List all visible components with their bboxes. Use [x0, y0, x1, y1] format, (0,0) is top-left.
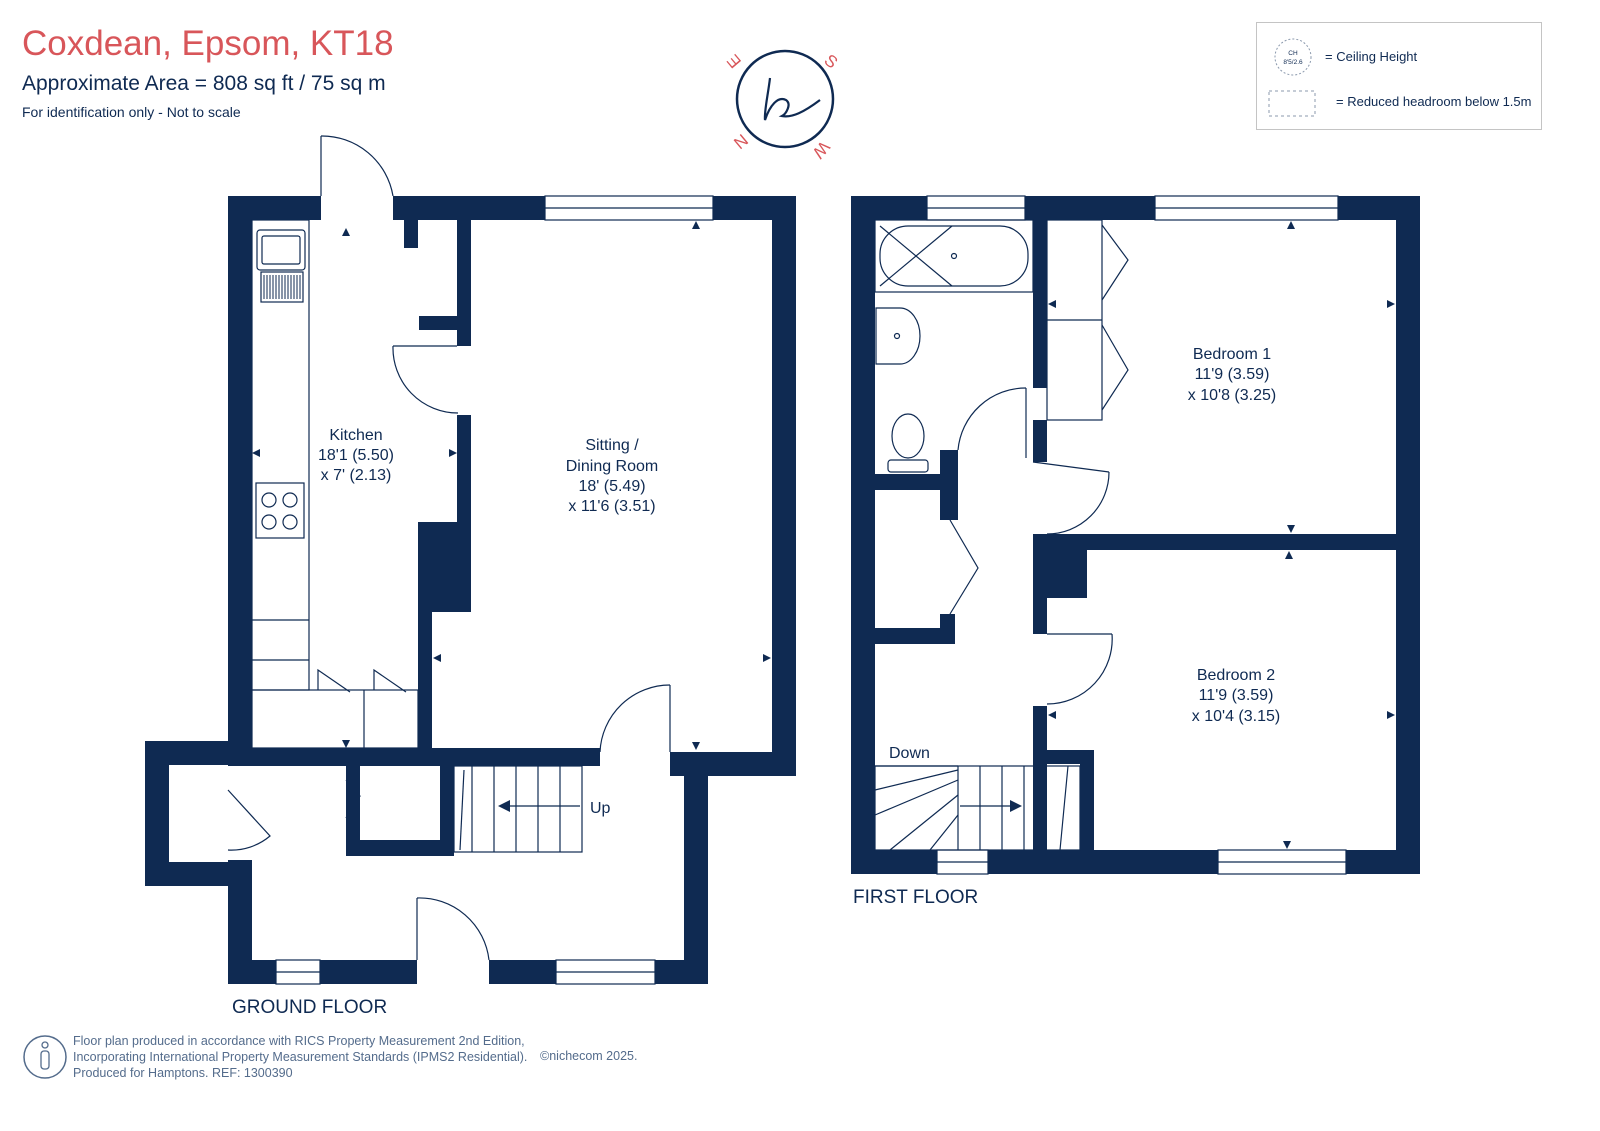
footer-line-1: Floor plan produced in accordance with R…: [73, 1034, 525, 1048]
logo-h-icon: [763, 77, 821, 121]
compass-logo: N E S W: [723, 49, 841, 162]
identification-note: For identification only - Not to scale: [22, 104, 241, 120]
ceiling-height-icon: [1274, 38, 1312, 76]
legend-ceiling-height: = Ceiling Height: [1325, 49, 1418, 64]
ceiling-symbol-bottom: 8'5/2.6: [1283, 59, 1303, 66]
sitting-name2: Dining Room: [566, 458, 658, 475]
compass-w: W: [809, 137, 834, 162]
ground-floor-label: GROUND FLOOR: [232, 997, 387, 1018]
sitting-dim1: 18' (5.49): [578, 478, 645, 495]
bedroom2-name: Bedroom 2: [1197, 667, 1275, 684]
first-floor-stairs: [874, 765, 1081, 851]
stairs-up-arrow-icon: [498, 800, 510, 812]
bedroom2-dim1: 11'9 (3.59): [1199, 687, 1274, 704]
page-title: Coxdean, Epsom, KT18: [22, 24, 394, 63]
footer-line-3: Produced for Hamptons. REF: 1300390: [73, 1066, 293, 1080]
approximate-area: Approximate Area = 808 sq ft / 75 sq m: [22, 72, 386, 95]
sitting-dim2: x 11'6 (3.51): [568, 498, 655, 515]
bedroom1-dim1: 11'9 (3.59): [1195, 366, 1270, 383]
first-floor-fixtures: [874, 219, 1395, 851]
ground-floor-windows: [275, 195, 714, 985]
bedroom2-dim2: x 10'4 (3.15): [1192, 708, 1280, 725]
basin-icon: [875, 307, 921, 365]
toilet-icon: [887, 413, 929, 473]
copyright: ©nichecom 2025.: [540, 1049, 638, 1063]
drainer-icon: [260, 271, 304, 303]
compass-e: E: [723, 51, 745, 72]
legend-reduced-headroom: = Reduced headroom below 1.5m: [1336, 94, 1532, 109]
ground-floor-stairs: [453, 765, 583, 853]
first-floor-walls: [851, 196, 1420, 874]
stairs-down-arrow-icon: [1010, 800, 1022, 812]
kitchen-dim1: 18'1 (5.50): [318, 447, 394, 464]
bedroom1-name: Bedroom 1: [1193, 346, 1271, 363]
compass-n: N: [730, 131, 752, 153]
kitchen-dim2: x 7' (2.13): [321, 467, 392, 484]
legend-box: CH 8'5/2.6 = Ceiling Height = Reduced he…: [1256, 22, 1542, 130]
first-floor-windows: [926, 195, 1347, 875]
ceiling-symbol-top: CH: [1288, 50, 1298, 57]
first-floor-label: FIRST FLOOR: [853, 887, 978, 908]
ground-stairs-label: Up: [590, 800, 611, 817]
ground-floor-fixtures: [227, 135, 771, 961]
first-stairs-label: Down: [889, 745, 930, 762]
hob-icon: [255, 482, 305, 539]
legend-symbols: CH 8'5/2.6: [1268, 38, 1316, 117]
ground-floor-walls: [145, 196, 796, 984]
footer-line-2: Incorporating International Property Mea…: [73, 1050, 528, 1064]
sitting-name1: Sitting /: [585, 437, 639, 454]
bath-icon: [874, 219, 1034, 293]
footer-notes: Floor plan produced in accordance with R…: [73, 1033, 527, 1081]
compass-circle: [735, 49, 835, 149]
kitchen-name: Kitchen: [329, 427, 382, 444]
bedroom1-dim2: x 10'8 (3.25): [1188, 387, 1276, 404]
info-person-icon: [23, 1035, 67, 1079]
